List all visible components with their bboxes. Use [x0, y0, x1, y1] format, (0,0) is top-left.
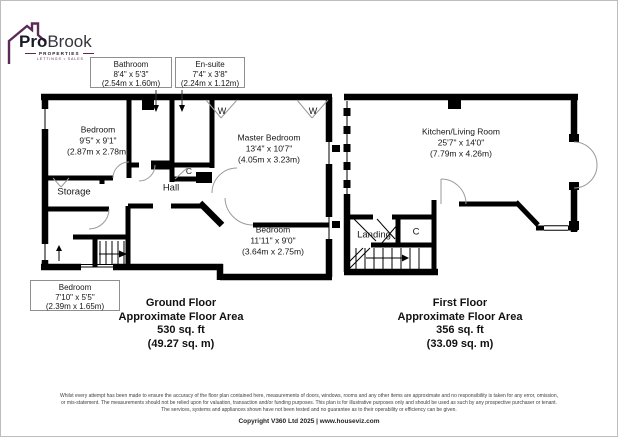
brand-name-light: Brook: [47, 32, 92, 51]
ground-floor-inner-walls: [45, 97, 329, 267]
room-label-bedroom-bottom-right: Bedroom 11'11" x 9'0" (3.64m x 2.75m): [242, 225, 304, 258]
ground-floor-stairs: [56, 241, 127, 265]
first-floor-stairs: [348, 218, 420, 270]
room-name: Bedroom: [80, 124, 116, 135]
room-label-storage: Storage: [57, 186, 91, 198]
callout-ensuite: En-suite 7'4" x 3'8" (2.24m x 1.12m): [175, 57, 245, 88]
room-name: Bedroom: [255, 224, 291, 235]
room-name: Master Bedroom: [237, 132, 301, 143]
cupboard-label-first: C: [412, 226, 420, 238]
first-floor-kitchen-walls: [431, 200, 579, 272]
room-size-ft: 11'11" x 9'0": [250, 235, 296, 246]
room-size-m: (7.79m x 4.26m): [430, 148, 492, 159]
floor-subtitle: Approximate Floor Area: [118, 310, 244, 323]
ground-floor-plan: [41, 90, 340, 281]
disclaimer-line-2: or mis-statement. The measurements shoul…: [61, 400, 557, 406]
floor-area-ft: 356 sq. ft: [436, 324, 484, 336]
callout-leader-arrows: [153, 90, 185, 112]
first-floor-door-swings: [440, 141, 598, 205]
first-floor-plan: [343, 93, 598, 276]
room-size-m: (4.05m x 3.23m): [238, 154, 300, 165]
floor-title: First Floor: [432, 297, 488, 309]
logo-house-icon: [7, 22, 46, 64]
room-size-ft: 25'7" x 14'0": [437, 137, 485, 148]
first-floor-outer-walls: [343, 93, 579, 276]
room-size-m: (2.39m x 1.65m): [45, 302, 105, 312]
brand-name: ProBrook: [19, 33, 111, 51]
room-size-ft: 8'4" x 5'3": [113, 69, 149, 79]
callout-bedroom-bottom-left: Bedroom 7'10" x 5'5" (2.39m x 1.65m): [30, 280, 120, 311]
room-size-ft: 13'4" x 10'7": [245, 143, 293, 154]
room-size-m: (2.24m x 1.12m): [180, 79, 240, 89]
brand-name-bold: Pro: [19, 32, 48, 51]
ground-floor-outer-walls: [41, 93, 333, 281]
ground-floor-windows: [44, 100, 340, 268]
room-label-master-bedroom: Master Bedroom 13'4" x 10'7" (4.05m x 3.…: [238, 133, 301, 166]
tagline-dash-left: [25, 53, 36, 54]
brand-tagline-row: PROPERTIES: [25, 51, 111, 56]
room-label-bedroom-top-left: Bedroom 9'5" x 9'1" (2.87m x 2.78m): [67, 125, 129, 158]
floor-subtitle: Approximate Floor Area: [397, 310, 523, 323]
room-label-hall: Hall: [162, 182, 180, 194]
room-size-ft: 9'5" x 9'1": [79, 135, 117, 146]
disclaimer-line-1: Whilst every attempt has been made to en…: [59, 393, 559, 399]
cupboard-label-ground: C: [185, 166, 193, 176]
disclaimer-line-3: The services, systems and appliances sho…: [161, 407, 457, 413]
room-size-ft: 7'4" x 3'8": [192, 69, 228, 79]
room-name: Kitchen/Living Room: [422, 126, 500, 137]
wardrobe-label-left: W: [217, 106, 227, 116]
floor-area-ft: 530 sq. ft: [157, 324, 205, 336]
brand-subtagline: LETTINGS • SALES: [37, 57, 84, 61]
ground-floor-door-swings: [52, 99, 329, 230]
logo-text: ProBrook PROPERTIES LETTINGS • SALES: [19, 33, 111, 61]
ground-floor-summary: Ground Floor Approximate Floor Area 530 …: [119, 297, 244, 351]
floor-title: Ground Floor: [145, 297, 217, 309]
logo: ProBrook PROPERTIES LETTINGS • SALES: [5, 21, 115, 71]
room-name: Bedroom: [58, 283, 92, 292]
first-floor-landing-walls: [344, 214, 434, 248]
room-size-m: (2.54m x 1.60m): [101, 79, 161, 89]
room-size-ft: 7'10" x 5'5": [55, 292, 95, 302]
room-size-m: (2.87m x 2.78m): [67, 146, 129, 157]
room-size-m: (3.64m x 2.75m): [242, 246, 304, 257]
copyright-line: Copyright V360 Ltd 2025 | www.houseviz.c…: [238, 418, 380, 425]
wardrobe-label-right: W: [308, 106, 318, 116]
brand-tagline: PROPERTIES: [39, 51, 80, 56]
callout-bathroom: Bathroom 8'4" x 5'3" (2.54m x 1.60m): [90, 57, 172, 88]
floor-area-m: (49.27 sq. m): [147, 337, 215, 350]
room-name: Bathroom: [113, 60, 149, 69]
room-name: En-suite: [195, 60, 225, 69]
tagline-dash-right: [82, 53, 94, 54]
first-floor-summary: First Floor Approximate Floor Area 356 s…: [398, 297, 523, 351]
floor-area-m: (33.09 sq. m): [426, 337, 494, 350]
room-label-landing: Landing: [357, 229, 391, 241]
room-label-kitchen-living: Kitchen/Living Room 25'7" x 14'0" (7.79m…: [422, 127, 500, 160]
